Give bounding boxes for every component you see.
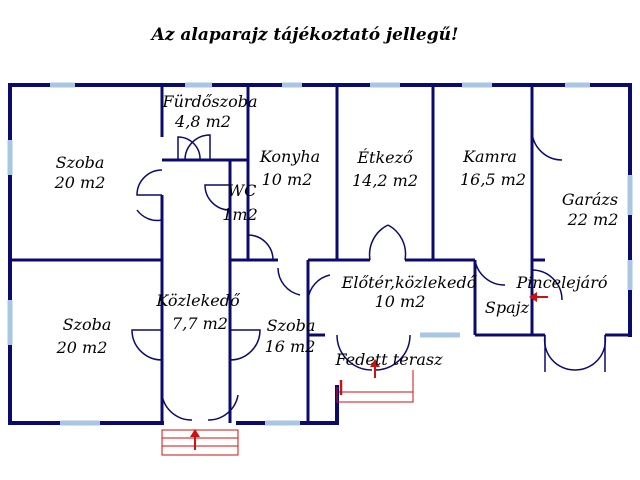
room-name: Kamra: [462, 147, 517, 166]
room-area: 20 m2: [54, 173, 106, 192]
room-area: 22 m2: [567, 210, 619, 229]
entrance-steps: [161, 429, 239, 456]
room-area: 20 m2: [56, 338, 108, 357]
door-kamra: [531, 129, 563, 161]
room-name: Fürdőszoba: [162, 92, 258, 111]
room-name: Étkező: [356, 147, 414, 167]
door-entrance-double: [161, 394, 239, 421]
door-eloter-double: [368, 224, 407, 261]
room-area: 10 m2: [375, 292, 426, 311]
room-area: 4,8 m2: [174, 112, 231, 131]
room-name: Konyha: [259, 147, 320, 166]
door-room-1b: [136, 209, 163, 222]
door-kozlekedo-room2: [131, 329, 163, 361]
door-bathroom: [177, 136, 201, 161]
doors: [131, 129, 607, 421]
door-terrace-double: [336, 334, 411, 371]
entrance-arrow-icon: [190, 429, 200, 450]
room-name: WC: [228, 181, 257, 200]
room-area: 1m2: [222, 205, 258, 224]
room-area: 16,5 m2: [460, 170, 526, 189]
door-bathroom-2: [184, 134, 211, 161]
door-kitchen: [247, 234, 274, 261]
covered-terrace: [336, 370, 414, 403]
door-pince: [531, 269, 563, 301]
room-name: Szoba: [267, 316, 316, 335]
door-kitchen-b: [277, 267, 301, 296]
room-area: 16 m2: [265, 337, 316, 356]
door-wc: [204, 184, 231, 211]
room-area: 7,7 m2: [172, 314, 228, 333]
door-spajz: [474, 259, 506, 286]
door-room-1: [136, 169, 163, 196]
fedett-terasz-label: Fedett terasz: [334, 350, 443, 369]
room-name: Közlekedő: [155, 291, 241, 310]
spajz-label: Spajz: [485, 298, 530, 317]
door-kozlekedo-room3: [229, 329, 261, 361]
disclaimer-note: Az alaparajz tájékoztató jellegű!: [150, 25, 459, 45]
room-labels: Szoba 20 m2 Fürdőszoba 4,8 m2 Konyha 10 …: [54, 92, 619, 369]
interior-walls: [10, 85, 630, 423]
pincelejaro-label: Pincelejáró: [516, 273, 608, 292]
basement-arrow-icon: [529, 292, 548, 302]
terrace-arrow-icon: [370, 359, 380, 378]
room-name: Előtér,közlekedő: [341, 273, 478, 292]
outer-walls: [8, 83, 632, 425]
room-name: Szoba: [56, 153, 105, 172]
door-eloter-left: [307, 274, 331, 301]
room-area: 10 m2: [262, 170, 313, 189]
room-area: 14,2 m2: [352, 171, 418, 190]
room-name: Garázs: [562, 190, 618, 209]
room-name: Szoba: [63, 315, 112, 334]
door-garage-double: [543, 334, 607, 371]
windows: [7, 82, 633, 426]
